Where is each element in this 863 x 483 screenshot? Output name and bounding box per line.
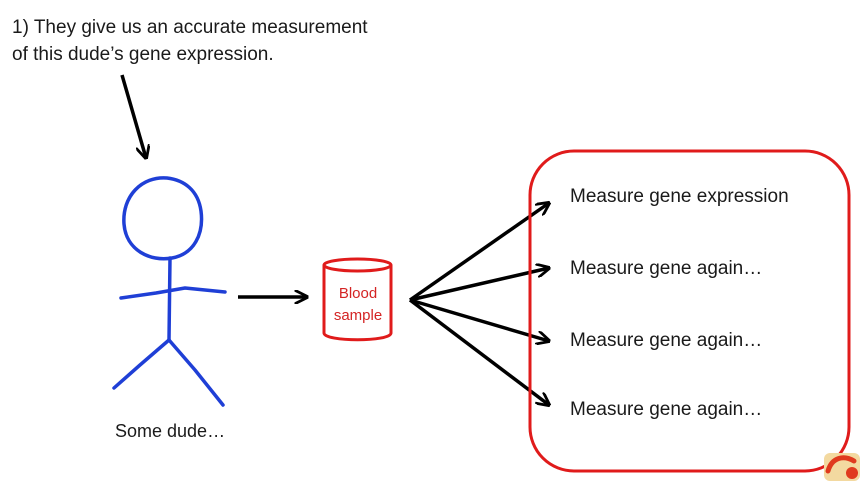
fanout-arrow-1 (408, 203, 549, 302)
figure-arms (119, 286, 227, 300)
stick-figure-icon (112, 176, 227, 407)
measurement-item: Measure gene expression (570, 186, 789, 207)
measurement-item: Measure gene again… (570, 258, 763, 279)
blood-sample-line-2: sample (333, 307, 383, 324)
figure-head (122, 176, 204, 261)
caption-line-1: 1) They give us an accurate measurement (12, 17, 368, 38)
channel-logo-icon (824, 453, 860, 481)
caption-line-2: of this dude’s gene expression. (12, 44, 274, 65)
caption-text: 1) They give us an accurate measurement … (12, 14, 368, 68)
figure-right-leg (167, 338, 225, 407)
blood-sample-cylinder-icon (322, 257, 393, 342)
measurements-box (528, 149, 851, 473)
fanout-arrow-4 (408, 298, 549, 405)
person-label: Some dude… (115, 421, 226, 441)
figure-body (167, 256, 172, 342)
fanout-arrow-3 (409, 298, 549, 341)
caption-pointer-arrow (120, 74, 146, 158)
blood-sample-label: Blood sample (322, 283, 394, 327)
measurement-item: Measure gene again… (570, 330, 763, 351)
fanout-arrows (408, 203, 549, 405)
figure-left-leg (112, 338, 171, 390)
blood-sample-line-1: Blood (338, 285, 378, 302)
fanout-arrow-2 (409, 268, 549, 302)
measurement-item: Measure gene again… (570, 399, 763, 420)
